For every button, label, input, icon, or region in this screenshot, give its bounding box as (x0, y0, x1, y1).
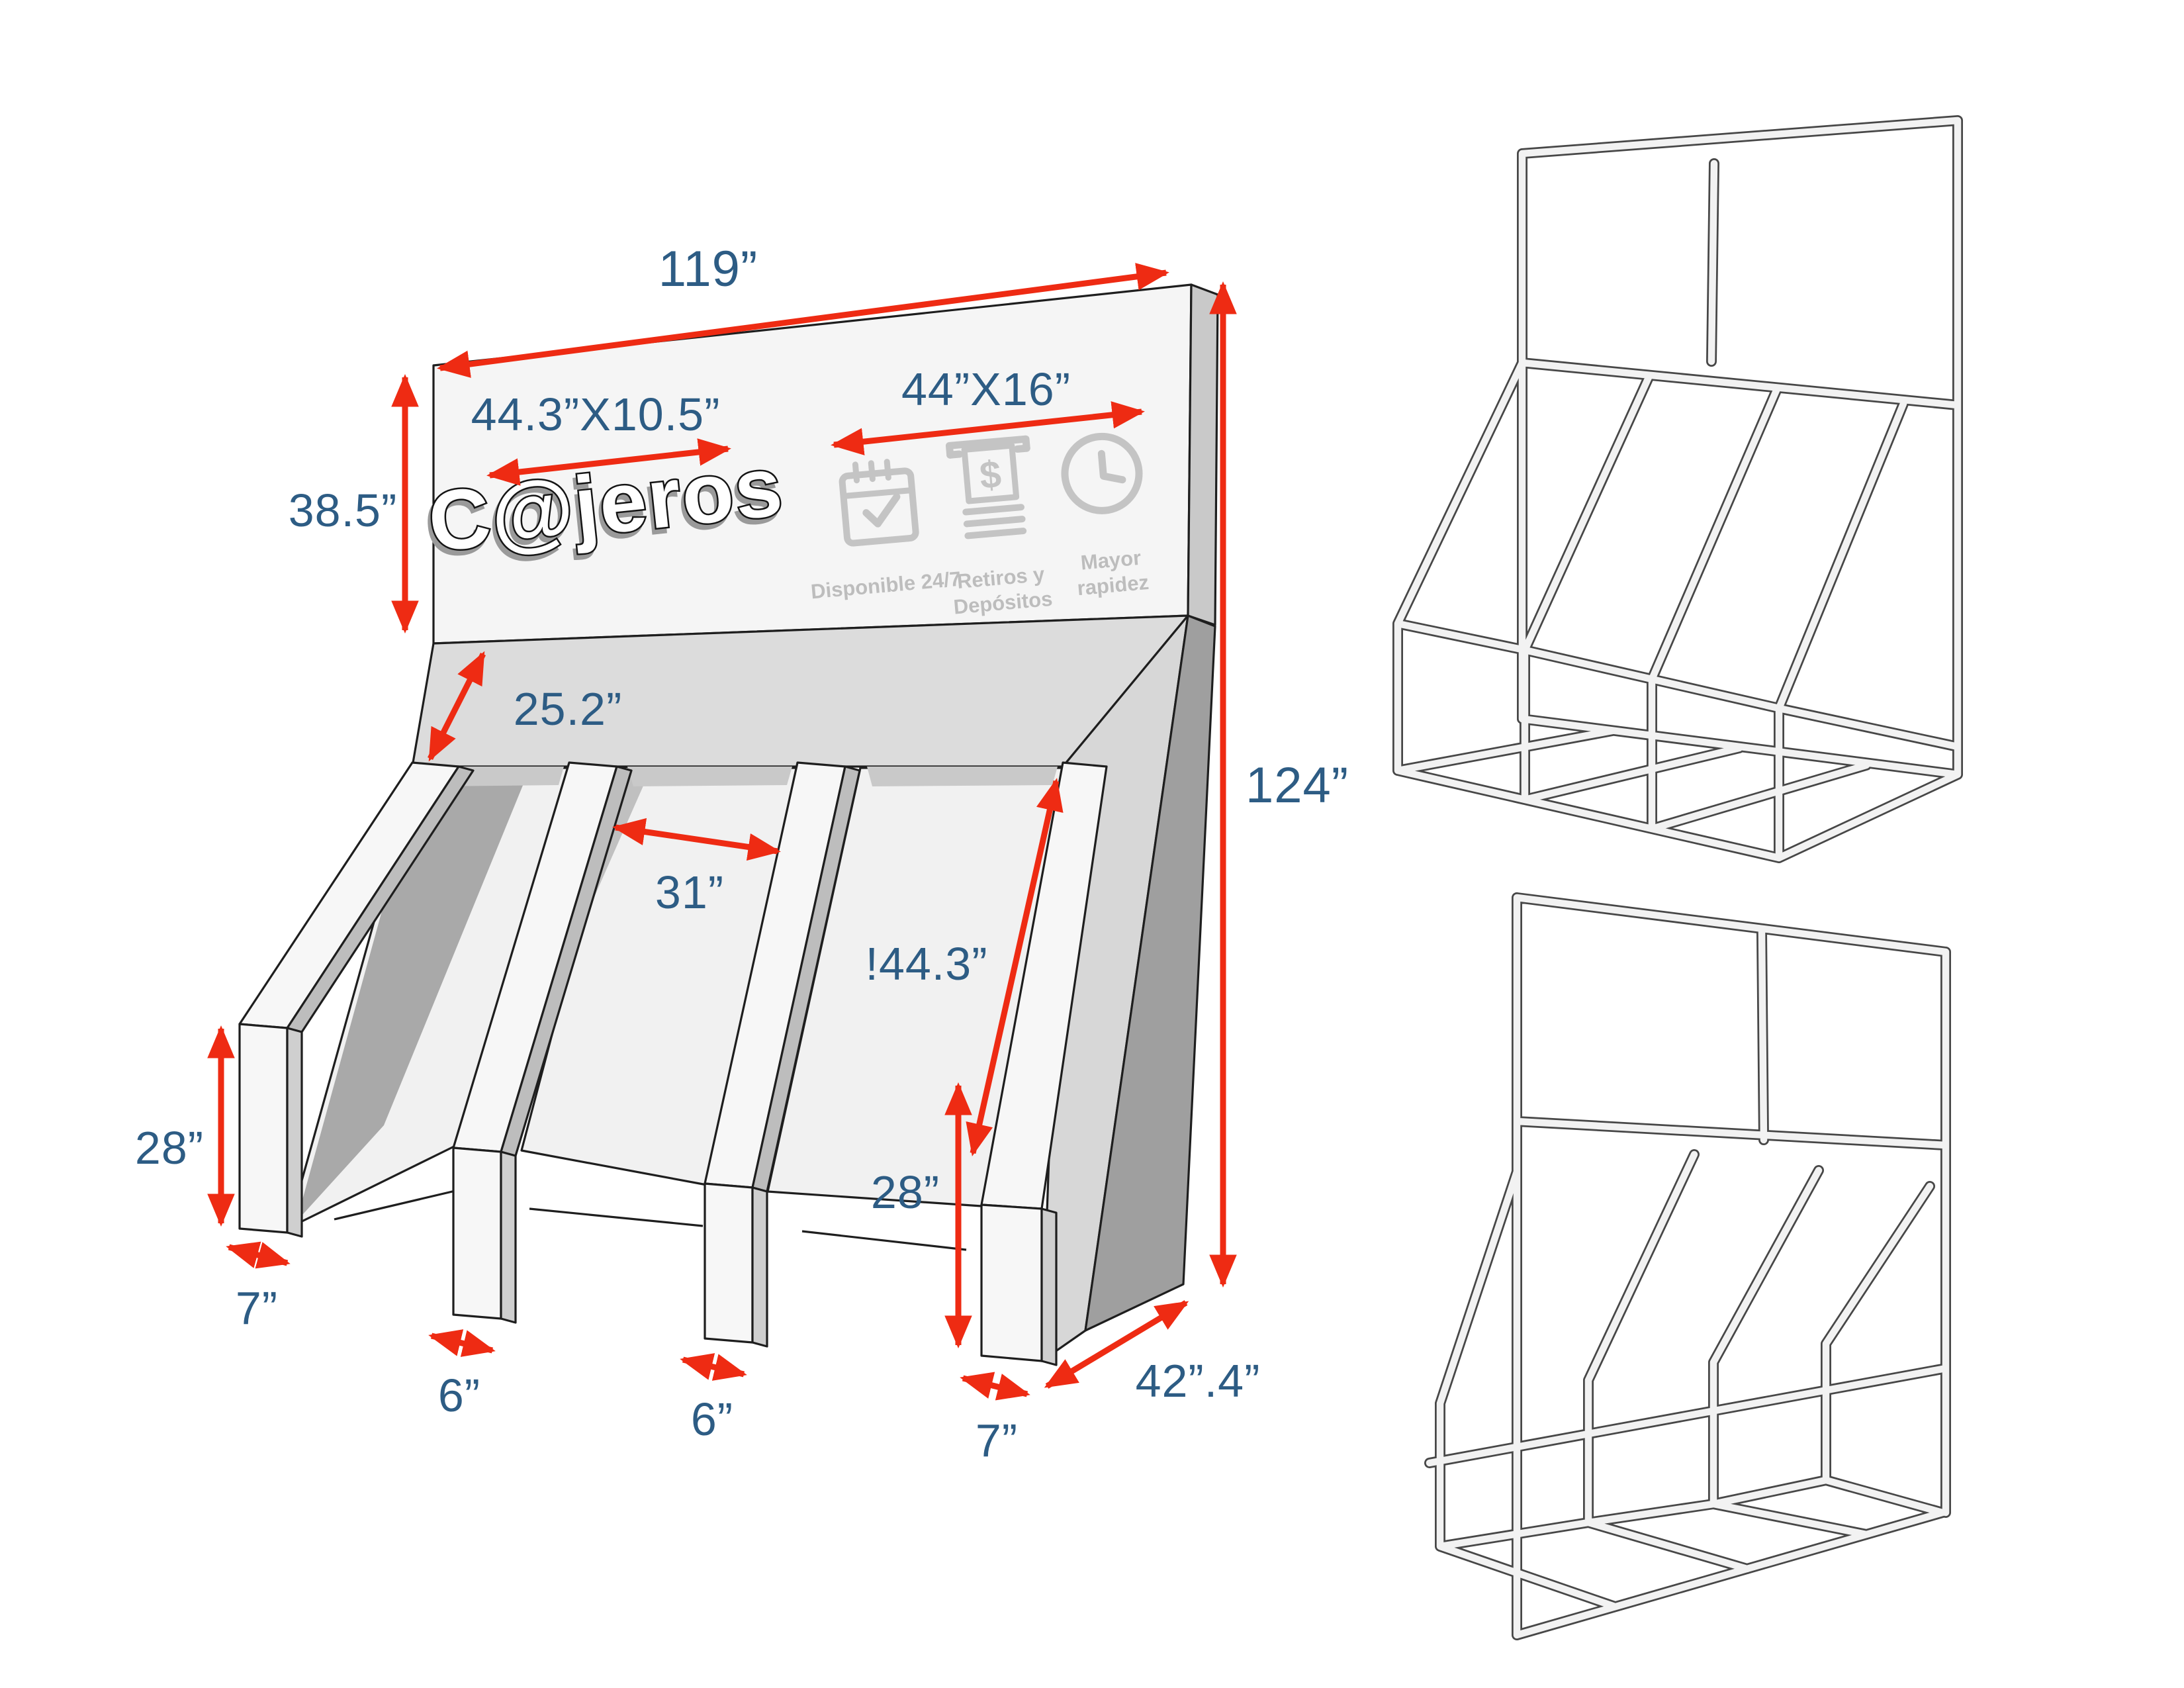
calendar-check-icon (839, 459, 919, 547)
dim-icon-area-label: 44”X16” (901, 363, 1071, 415)
dim-right-divider-width-arrow (680, 1353, 747, 1381)
dim-bay-width-arrow (612, 818, 781, 861)
dim-total-width-label: 119” (659, 241, 758, 297)
dim-base-depth-arrow (1044, 1300, 1189, 1389)
dim-left-divider-width-arrow (428, 1329, 496, 1357)
dim-total-height-label: 124” (1246, 757, 1349, 814)
feature-caption-3-line1: Mayor (1079, 546, 1142, 575)
dim-left-divider-width-label: 6” (438, 1370, 480, 1421)
kiosk-divider-2 (452, 761, 633, 1324)
dim-base-depth-label: 42”.4” (1136, 1355, 1261, 1407)
dim-left-column-height-label: 28” (135, 1122, 204, 1174)
dim-right-divider-width-label: 6” (691, 1393, 733, 1445)
dim-right-column-width-label: 7” (976, 1415, 1018, 1466)
frame-bottom-view (1430, 898, 1946, 1635)
dim-total-width-arrow (437, 263, 1169, 378)
dim-header-height-label: 38.5” (289, 485, 398, 536)
dollar-glyph: $ (978, 453, 1003, 498)
dim-left-column-width-label: 7” (236, 1282, 278, 1334)
dim-right-column-height-label: 28” (871, 1166, 940, 1218)
dim-right-column-width-arrow (960, 1372, 1030, 1401)
kiosk-back-panel-side (1187, 283, 1219, 626)
dim-left-column-width-arrow (226, 1241, 291, 1269)
kiosk-divider-3 (704, 761, 861, 1348)
dimension-annotations: 119” 44.3”X10.5” 44”X16” 38.5” 25.2” 31”… (135, 241, 1349, 1466)
dim-icon-area-arrow (831, 401, 1145, 455)
kiosk-slot-strips (424, 767, 1058, 786)
kiosk-divider-1 (238, 761, 475, 1238)
dim-bay-width-label: 31” (655, 867, 724, 918)
dim-slope-length-label: !44.3” (866, 938, 988, 990)
dim-slope-length-arrow (966, 778, 1064, 1156)
dim-canopy-depth-label: 25.2” (514, 683, 623, 735)
frame-top-view (1398, 120, 1958, 858)
dim-canopy-depth-arrow (427, 651, 486, 762)
dim-logo-area-arrow (486, 438, 731, 486)
dim-logo-area-label: 44.3”X10.5” (471, 389, 721, 440)
